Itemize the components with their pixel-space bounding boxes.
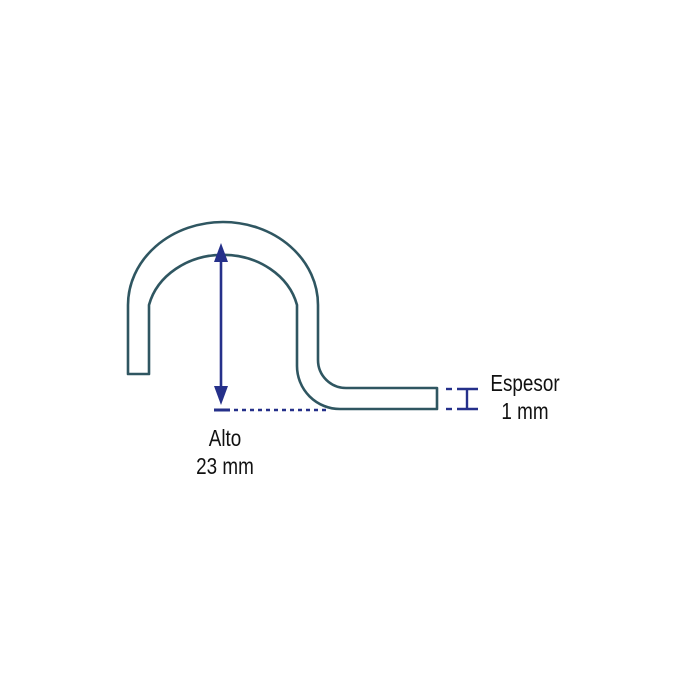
height-label-value: 23 mm	[196, 453, 254, 479]
thickness-label: Espesor 1 mm	[480, 369, 570, 425]
height-dimension-arrow	[214, 243, 330, 412]
thickness-label-value: 1 mm	[501, 398, 549, 424]
thickness-dimension-marker	[446, 387, 478, 411]
thickness-label-name: Espesor	[490, 370, 560, 396]
height-label-name: Alto	[208, 425, 242, 451]
height-label: Alto 23 mm	[180, 424, 270, 480]
hook-profile-outline	[126, 220, 439, 411]
